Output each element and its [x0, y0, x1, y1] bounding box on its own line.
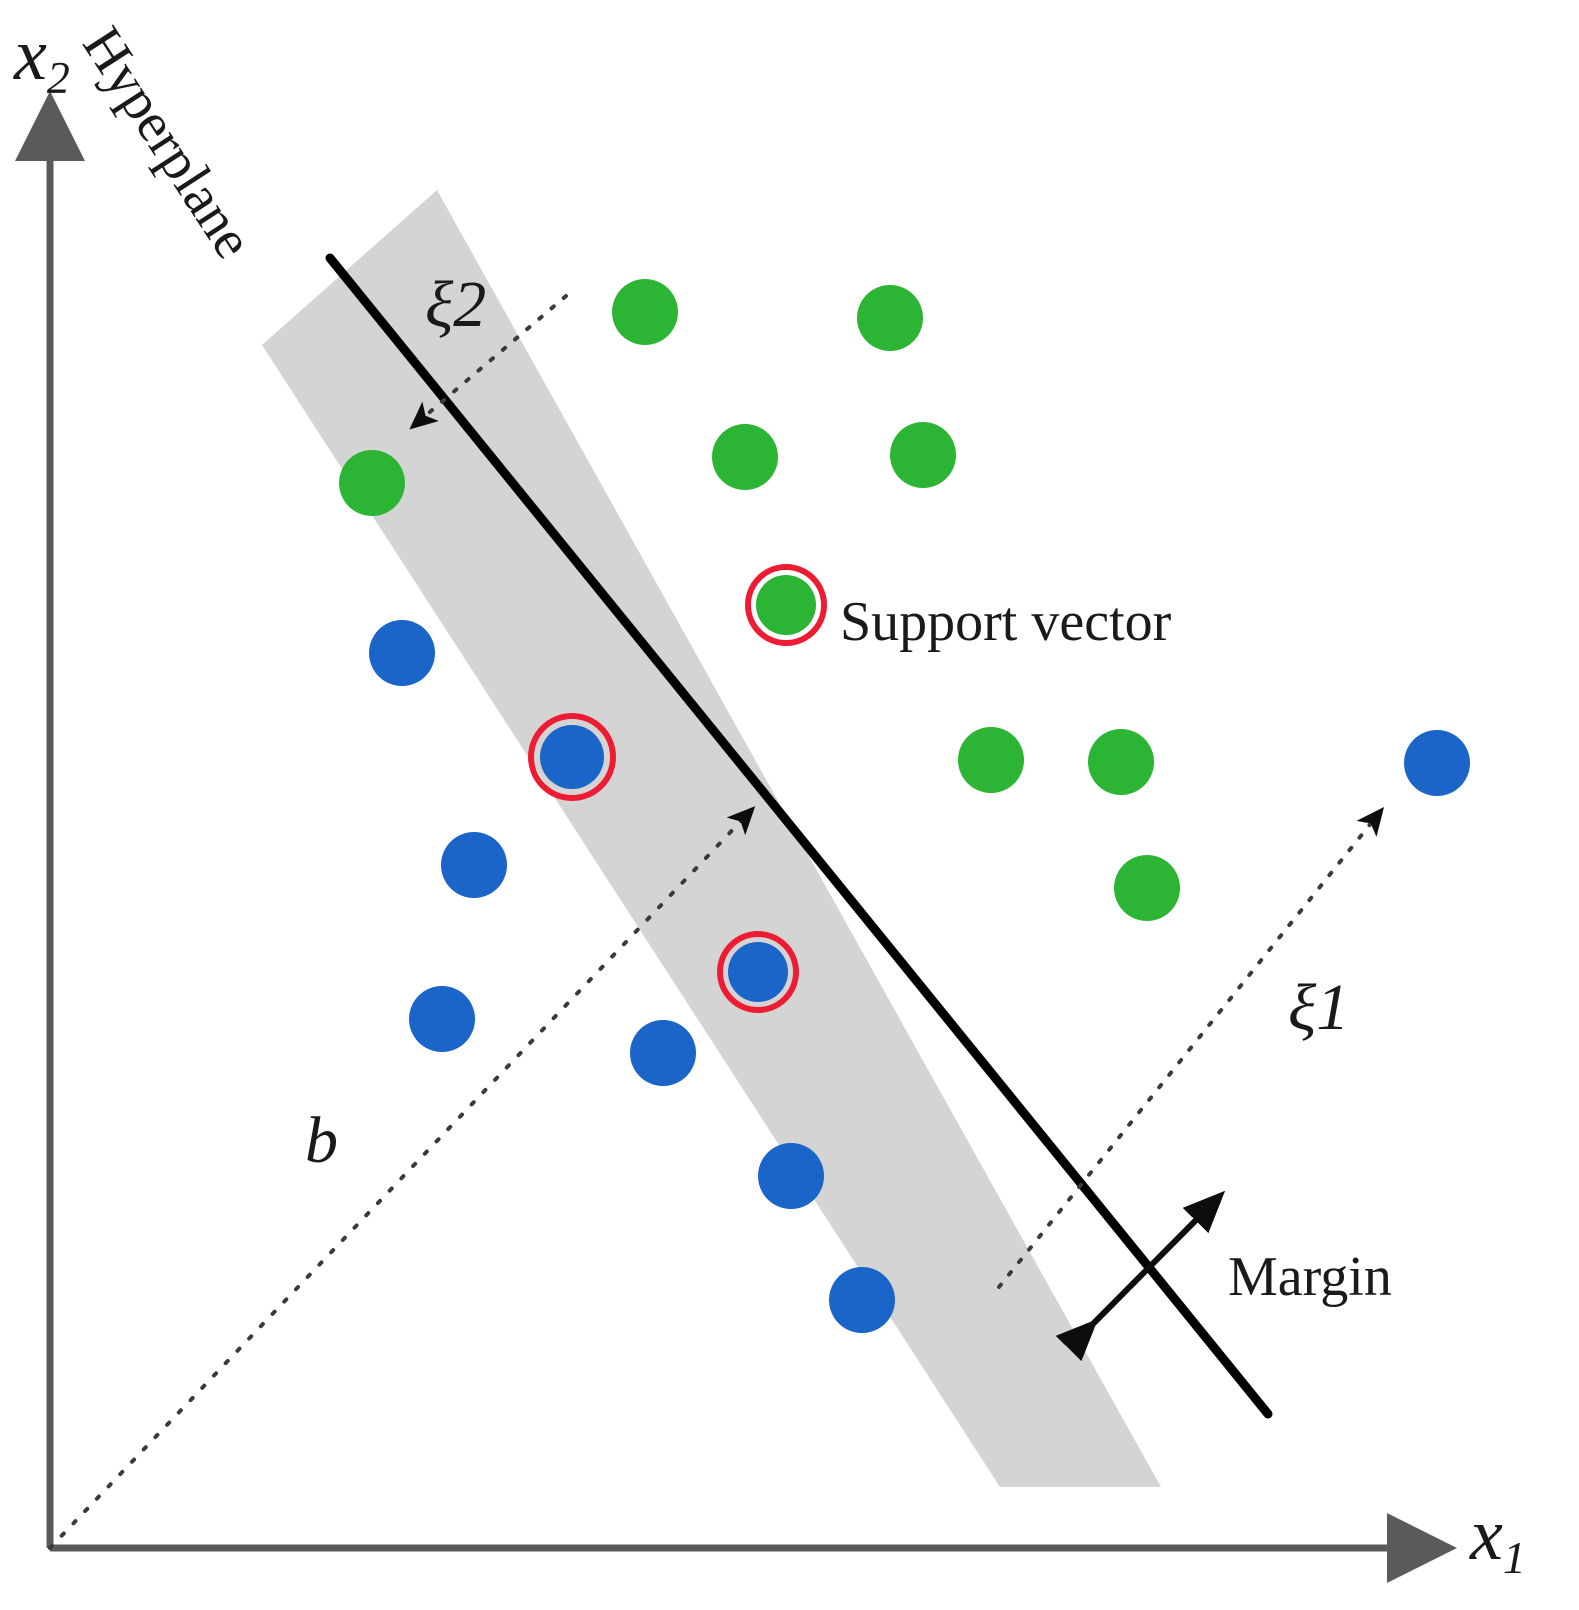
x-axis-label-subscript: 1 — [1502, 1531, 1526, 1583]
y-axis-label: x2 — [14, 18, 70, 101]
xi1-dashed-line — [997, 807, 1385, 1289]
data-point-blue — [441, 832, 507, 898]
support-vector-label: Support vector — [840, 591, 1172, 653]
data-point-blue — [409, 986, 475, 1052]
data-point-green — [857, 285, 923, 351]
data-point-blue — [758, 1143, 824, 1209]
y-axis-label-base: x — [14, 14, 47, 96]
axis-group — [15, 91, 1457, 1583]
bias-dotted-line — [48, 806, 756, 1550]
support-vector-ring — [528, 713, 616, 801]
data-point-blue-outlier — [1404, 730, 1470, 796]
data-point-green — [712, 424, 778, 490]
xi2-dashed-line — [409, 294, 568, 430]
data-point-blue — [829, 1267, 895, 1333]
support-vector-ring — [717, 931, 799, 1013]
xi2-label: ξ2 — [425, 268, 487, 341]
margin-double-arrow — [1055, 1190, 1226, 1362]
data-point-green — [339, 450, 405, 516]
margin-band — [262, 190, 1161, 1487]
data-point-blue — [369, 620, 435, 686]
data-point-green — [958, 727, 1024, 793]
data-point-green — [612, 279, 678, 345]
data-point-blue-support-vector — [540, 725, 604, 789]
data-point-blue-support-vector — [728, 942, 788, 1002]
x-axis-label-base: x — [1470, 1494, 1503, 1576]
margin-label: Margin — [1228, 1246, 1392, 1308]
y-axis-label-subscript: 2 — [46, 51, 70, 103]
data-point-green — [1114, 855, 1180, 921]
data-point-blue — [630, 1020, 696, 1086]
blue-class-points — [369, 620, 1470, 1333]
data-point-green — [1088, 729, 1154, 795]
bias-label: b — [305, 1104, 338, 1177]
data-point-green — [890, 422, 956, 488]
support-vector-ring — [745, 564, 827, 646]
xi1-label: ξ1 — [1288, 971, 1350, 1044]
data-point-green-support-vector — [756, 575, 816, 635]
x-axis-label: x1 — [1470, 1498, 1526, 1581]
green-class-points — [339, 279, 1180, 921]
